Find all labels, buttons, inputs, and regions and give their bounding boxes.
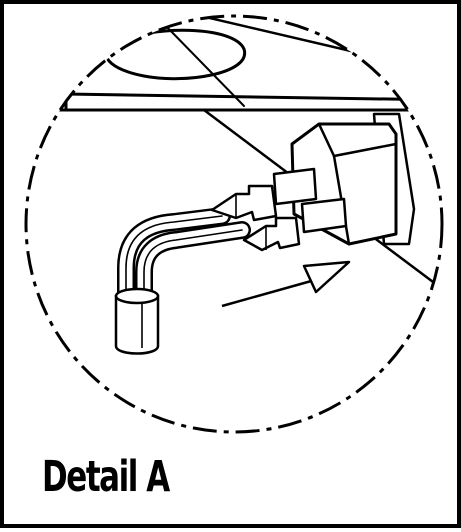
insertion-arrow (221, 260, 351, 308)
wire-end-cap (114, 287, 160, 355)
plug-connector (210, 184, 301, 252)
wire-harness (117, 207, 251, 315)
panel-cutout (104, 28, 246, 81)
detail-caption: Detail A (42, 452, 170, 502)
detail-callout-circle (24, 14, 444, 434)
connector-pins (272, 167, 348, 234)
detail-illustration (24, 14, 444, 434)
